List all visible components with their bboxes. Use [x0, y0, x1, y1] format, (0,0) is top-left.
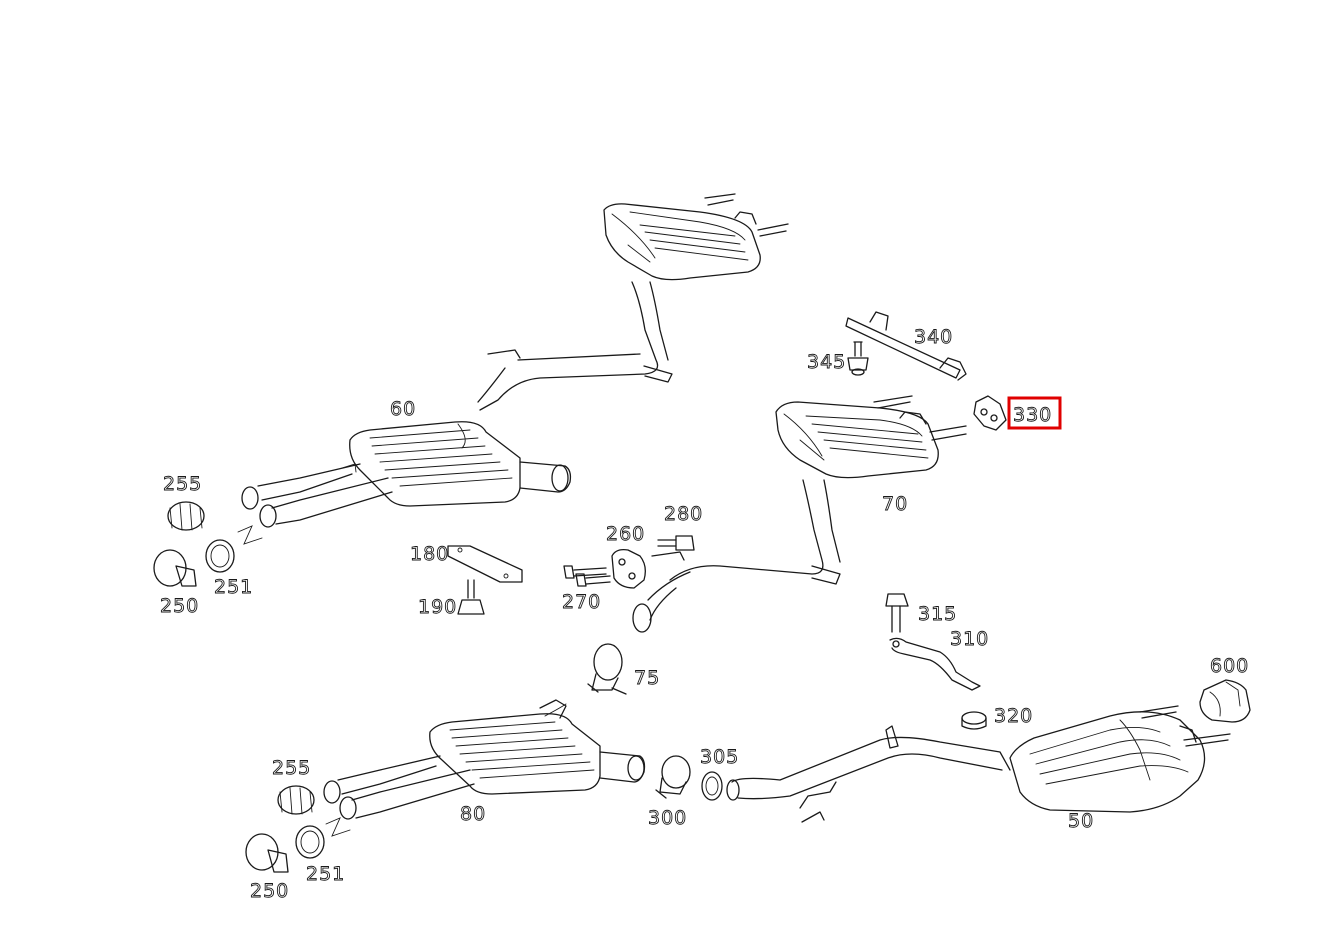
callout-250-lower: 250 — [250, 880, 289, 902]
part-310-bracket[interactable] — [889, 637, 981, 691]
part-250-clamp-upper[interactable] — [153, 549, 197, 587]
callout-250-upper: 250 — [160, 595, 199, 617]
part-70-rear-muffler[interactable] — [632, 395, 967, 633]
callout-345: 345 — [807, 351, 846, 373]
part-315-bolt[interactable] — [885, 593, 909, 633]
callout-80: 80 — [460, 803, 486, 825]
callout-50: 50 — [1068, 810, 1094, 832]
part-250-clamp-lower[interactable] — [245, 833, 289, 873]
callout-70: 70 — [882, 493, 908, 515]
part-255-clamp-upper[interactable] — [167, 501, 205, 531]
callout-180: 180 — [410, 543, 449, 565]
part-345-bolt[interactable] — [847, 341, 869, 376]
part-60-exhaust-assembly[interactable] — [241, 193, 789, 528]
part-190-bolt[interactable] — [457, 579, 485, 615]
part-251-ring-lower[interactable] — [295, 825, 325, 859]
part-260-rubber-mount[interactable] — [611, 548, 646, 589]
alignment-line-lower — [325, 817, 351, 837]
part-255-clamp-lower[interactable] — [277, 785, 315, 815]
callout-340: 340 — [914, 326, 953, 348]
part-50-rear-muffler[interactable] — [726, 705, 1231, 823]
part-251-ring-upper[interactable] — [205, 539, 235, 573]
callout-280: 280 — [664, 503, 703, 525]
part-340-bracket[interactable] — [845, 311, 967, 381]
callout-190: 190 — [418, 596, 457, 618]
callout-320: 320 — [994, 705, 1033, 727]
callout-255-lower: 255 — [272, 757, 311, 779]
callout-270: 270 — [562, 591, 601, 613]
callout-300: 300 — [648, 807, 687, 829]
part-80-front-muffler[interactable] — [323, 699, 646, 820]
callout-251-upper: 251 — [214, 576, 253, 598]
callout-251-lower: 251 — [306, 863, 345, 885]
part-270-bolts[interactable] — [563, 565, 611, 587]
callout-310: 310 — [950, 628, 989, 650]
part-280-bolt[interactable] — [657, 535, 695, 551]
callout-75: 75 — [634, 667, 660, 689]
callout-305: 305 — [700, 746, 739, 768]
callout-600: 600 — [1210, 655, 1249, 677]
callout-260: 260 — [606, 523, 645, 545]
part-305-ring[interactable] — [701, 771, 723, 801]
callout-255-upper: 255 — [163, 473, 202, 495]
part-180-bracket[interactable] — [447, 545, 523, 583]
highlight-box-330 — [1007, 396, 1062, 430]
callout-330: 330 — [1013, 404, 1052, 426]
part-330-rubber-hanger[interactable] — [973, 395, 1007, 431]
part-320-nut[interactable] — [961, 711, 987, 730]
callout-60: 60 — [390, 398, 416, 420]
part-300-clamp[interactable] — [655, 755, 691, 799]
part-75-clamp[interactable] — [587, 643, 627, 695]
callout-315: 315 — [918, 603, 957, 625]
part-600-tip[interactable] — [1199, 679, 1251, 723]
alignment-line-upper — [237, 525, 263, 545]
